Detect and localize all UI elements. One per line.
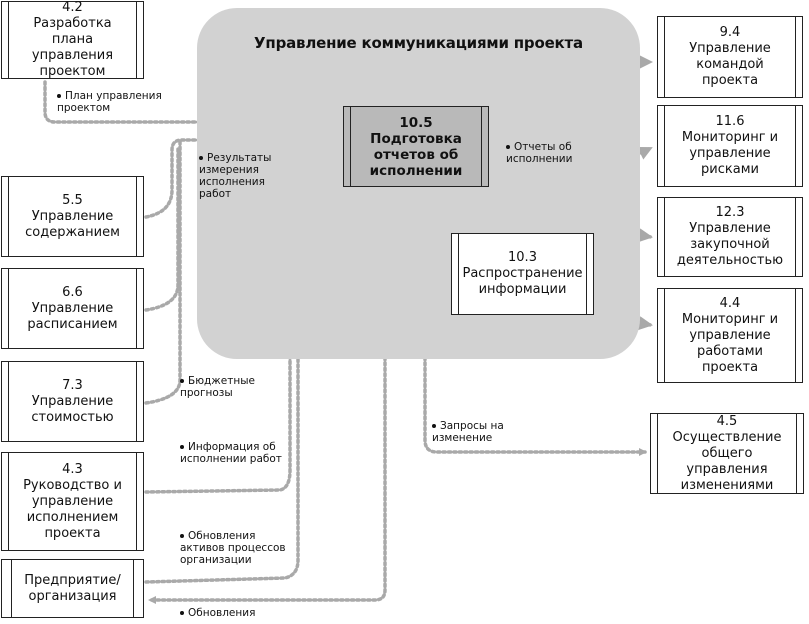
process-box-4-5[interactable]: 4.5 Осуществление общего управления изме… — [650, 413, 804, 494]
process-number: 4.5 — [716, 413, 738, 429]
process-box-4-3[interactable]: 4.3 Руководство и управление исполнением… — [1, 452, 144, 551]
process-number: 9.4 — [719, 25, 741, 40]
process-number: 7.3 — [62, 377, 83, 393]
arrow-plan-to-10-5 — [43, 80, 340, 126]
flow-label-results: Результаты измерения исполнения работ — [199, 152, 272, 200]
process-number: 4.2 — [62, 0, 83, 15]
enterprise-box[interactable]: Предприятие/ организация — [1, 559, 144, 618]
process-title: Управление командой проекта — [689, 41, 771, 88]
flow-label-updates: Обновления — [180, 607, 255, 619]
arrow-5-5-to-10-5 — [144, 138, 340, 219]
process-box-4-2[interactable]: 4.2 Разработка плана управления проектом — [1, 0, 144, 79]
flow-label-assets: Обновления активов процессов организации — [180, 530, 286, 566]
process-title: Руководство и управление исполнением про… — [23, 477, 122, 541]
arrow-6-6-line — [144, 146, 180, 312]
process-number: 4.4 — [719, 295, 741, 311]
process-box-6-6[interactable]: 6.6 Управление расписанием — [1, 268, 144, 349]
process-box-7-3[interactable]: 7.3 Управление стоимостью — [1, 361, 144, 442]
flow-label-workinfo: Информация об исполнении работ — [180, 441, 282, 465]
process-title: Управление содержанием — [25, 208, 120, 240]
process-box-4-4[interactable]: 4.4 Мониторинг и управление работами про… — [657, 288, 803, 383]
process-number: 6.6 — [62, 284, 83, 300]
process-number: 5.5 — [62, 192, 83, 208]
process-box-5-5[interactable]: 5.5 Управление содержанием — [1, 176, 144, 257]
process-title: Управление стоимостью — [31, 393, 114, 425]
process-title: Мониторинг и управление работами проекта — [681, 311, 779, 375]
process-number: 11.6 — [715, 114, 745, 129]
process-title: Осуществление общего управления изменени… — [672, 429, 782, 493]
process-number: 4.3 — [62, 461, 83, 477]
process-number: 12.3 — [715, 205, 745, 220]
process-title: Разработка плана управления проектом — [31, 16, 114, 79]
process-box-11-6[interactable]: 11.6 Мониторинг и управление рисками — [657, 105, 803, 187]
process-title: Подготовка отчетов об исполнении — [369, 130, 463, 179]
process-number: 10.3 — [508, 250, 537, 265]
process-title: Управление расписанием — [27, 300, 118, 332]
process-title: Мониторинг и управление рисками — [681, 130, 779, 177]
flow-label-reports: Отчеты об исполнении — [506, 141, 573, 165]
process-box-10-3[interactable]: 10.3 Распространение информации — [451, 233, 594, 315]
arrow-7-3-line — [144, 138, 182, 405]
process-box-9-4[interactable]: 9.4 Управление командой проекта — [657, 16, 803, 98]
process-title: Распространение информации — [462, 266, 583, 297]
flow-label-plan: План управления проектом — [57, 90, 162, 114]
process-box-10-5[interactable]: 10.5 Подготовка отчетов об исполнении — [343, 106, 489, 187]
flow-label-changes: Запросы на изменение — [432, 420, 504, 444]
process-title: Управление закупочной деятельностью — [676, 221, 784, 268]
arrow-10-5-to-ent — [148, 188, 387, 604]
process-number: 10.5 — [399, 114, 433, 131]
arrow-10-5-to-4-5 — [423, 188, 647, 456]
process-box-12-3[interactable]: 12.3 Управление закупочной деятельностью — [657, 197, 803, 277]
flow-label-budget: Бюджетные прогнозы — [180, 375, 255, 399]
process-group-title: Управление коммуникациями проекта — [254, 34, 583, 52]
process-title: Предприятие/ организация — [24, 572, 121, 604]
